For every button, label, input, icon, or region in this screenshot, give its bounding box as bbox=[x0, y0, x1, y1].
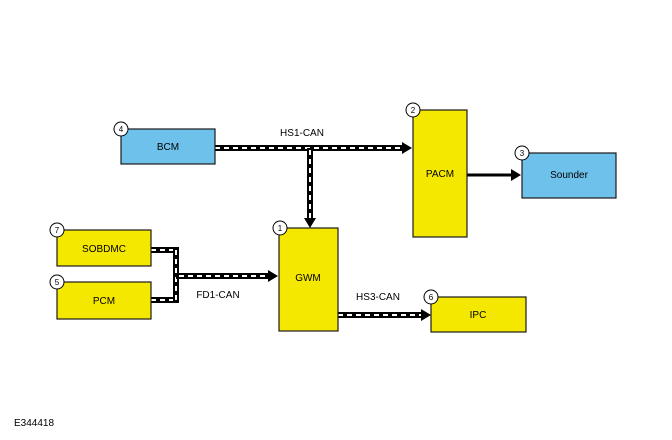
module-bcm-number: 4 bbox=[119, 125, 124, 134]
hs1-can-label: HS1-CAN bbox=[280, 128, 324, 139]
pacm-to-sounder-link bbox=[467, 169, 521, 181]
module-pacm-label: PACM bbox=[426, 169, 454, 180]
badge-4-icon bbox=[113, 121, 129, 137]
module-pacm: PACM 2 bbox=[405, 102, 468, 238]
badge-6-icon bbox=[423, 289, 439, 305]
figure-id: E344418 bbox=[14, 418, 55, 429]
badge-1-icon bbox=[272, 220, 288, 236]
module-sounder-number: 3 bbox=[520, 149, 525, 158]
module-pcm: PCM 5 bbox=[49, 274, 152, 320]
badge-5-icon bbox=[49, 274, 65, 290]
module-bcm: BCM 4 bbox=[113, 121, 216, 165]
hs1-arrow-icon bbox=[402, 142, 412, 154]
module-sounder-label: Sounder bbox=[550, 170, 588, 181]
hs1-can-bus bbox=[215, 142, 412, 154]
badge-2-icon bbox=[405, 102, 421, 118]
module-gwm: GWM 1 bbox=[272, 220, 339, 332]
module-sobdmc-number: 7 bbox=[55, 226, 60, 235]
hs3-can-bus bbox=[338, 309, 431, 321]
fd1-can-bus bbox=[151, 247, 278, 303]
module-gwm-number: 1 bbox=[278, 224, 283, 233]
badge-7-icon bbox=[49, 222, 65, 238]
sounder-arrow-icon bbox=[511, 169, 521, 181]
module-ipc: IPC 6 bbox=[423, 289, 527, 333]
module-pacm-number: 2 bbox=[411, 106, 416, 115]
module-sobdmc-label: SOBDMC bbox=[82, 244, 126, 255]
module-sounder: Sounder 3 bbox=[514, 145, 617, 199]
hs3-can-label: HS3-CAN bbox=[356, 292, 400, 303]
badge-3-icon bbox=[514, 145, 530, 161]
module-ipc-label: IPC bbox=[470, 310, 487, 321]
module-pcm-label: PCM bbox=[93, 296, 115, 307]
fd1-can-label: FD1-CAN bbox=[196, 290, 239, 301]
module-gwm-label: GWM bbox=[295, 273, 321, 284]
hs1-branch-to-gwm bbox=[304, 148, 316, 228]
module-bcm-label: BCM bbox=[157, 142, 179, 153]
module-ipc-number: 6 bbox=[429, 293, 434, 302]
module-pcm-number: 5 bbox=[55, 278, 60, 287]
hs3-arrow-icon bbox=[421, 309, 431, 321]
module-sobdmc: SOBDMC 7 bbox=[49, 222, 152, 267]
gwm-down-arrow-icon bbox=[304, 218, 316, 228]
fd1-arrow-icon bbox=[268, 270, 278, 282]
